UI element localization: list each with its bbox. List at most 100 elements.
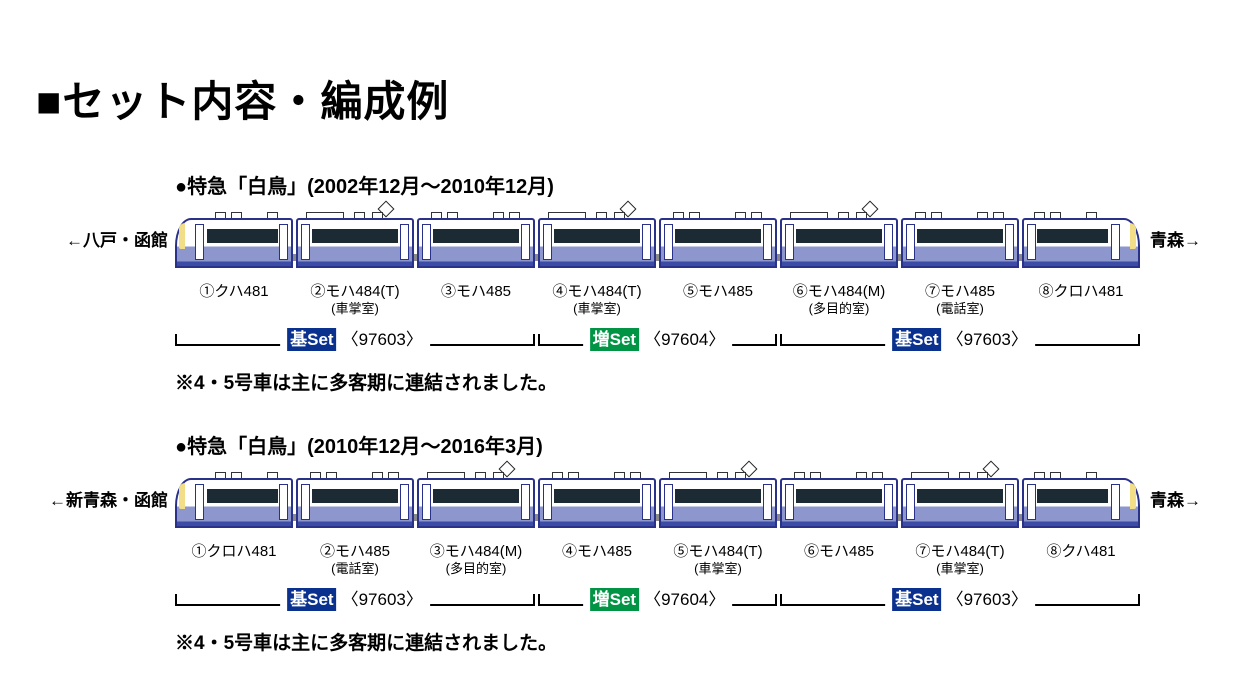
car-graphic: [538, 478, 656, 528]
car-body: [780, 218, 898, 268]
formation-2-left-destination: ←新青森・函館: [49, 491, 168, 510]
formation-2-right-destination: 青森→: [1150, 491, 1201, 510]
car-graphic: [175, 218, 293, 268]
car-label: ④モハ485: [561, 543, 633, 560]
train-car-8: ⑧クロハ481: [1022, 202, 1140, 314]
door: [785, 484, 794, 520]
car-body: [417, 478, 535, 528]
set-group-label: 基Set〈97603〉: [885, 328, 1035, 351]
set-group-label: 基Set〈97603〉: [280, 588, 430, 611]
window-band: [1037, 229, 1108, 243]
door: [785, 224, 794, 260]
formation-2-set-groups: 基Set〈97603〉 増Set〈97604〉 基Set〈97603〉: [175, 588, 1140, 632]
train-car-2: ②モハ484(T)(車掌室): [296, 200, 417, 316]
door: [543, 224, 552, 260]
train-car-4: ④モハ484(T)(車掌室): [538, 200, 659, 316]
cab-nose-stripe: [1130, 223, 1136, 249]
window-band: [796, 229, 882, 243]
set-badge: 増Set: [589, 588, 640, 611]
window-band: [675, 229, 761, 243]
door: [1111, 484, 1120, 520]
car-body: [296, 218, 414, 268]
car-body: [901, 218, 1019, 268]
set-badge: 基Set: [287, 588, 337, 611]
car-body: [417, 218, 535, 268]
car-body: [901, 478, 1019, 528]
door: [642, 484, 651, 520]
set-group-label: 増Set〈97604〉: [582, 328, 733, 351]
door: [301, 484, 310, 520]
door: [543, 484, 552, 520]
formation-2: ●特急「白鳥」(2010年12月～2016年3月) ←新青森・函館 青森→ ①ク…: [0, 428, 1244, 673]
car-label: ④モハ484(T): [552, 283, 642, 300]
set-badge: 基Set: [892, 328, 942, 351]
set-badge: 基Set: [892, 588, 942, 611]
train-car-5: ⑤モハ484(T)(車掌室): [659, 460, 780, 576]
set-group-label: 基Set〈97603〉: [885, 588, 1035, 611]
car-body: [175, 478, 293, 528]
car-label: ③モハ484(M): [429, 543, 523, 560]
car-graphic: [780, 478, 898, 528]
window-band: [312, 229, 398, 243]
door: [884, 484, 893, 520]
car-sublabel: (車掌室): [694, 561, 742, 576]
car-graphic: [417, 218, 535, 268]
car-graphic: [901, 478, 1019, 528]
train-car-5: ⑤モハ485: [659, 202, 780, 314]
train-car-6: ⑥モハ484(M)(多目的室): [780, 200, 901, 316]
formation-2-note: ※4・5号車は主に多客期に連結されました。: [175, 633, 558, 654]
door: [906, 484, 915, 520]
door: [884, 224, 893, 260]
train-car-3: ③モハ485: [417, 202, 538, 314]
page-title: ■セット内容・編成例: [36, 78, 450, 125]
car-graphic: [417, 478, 535, 528]
door: [1027, 484, 1036, 520]
car-label: ⑦モハ484(T): [915, 543, 1005, 560]
door: [763, 224, 772, 260]
train-car-1: ①クロハ481: [175, 462, 296, 574]
car-graphic: [659, 478, 777, 528]
car-sublabel: (車掌室): [573, 301, 621, 316]
door: [664, 484, 673, 520]
train-car-3: ③モハ484(M)(多目的室): [417, 460, 538, 576]
car-sublabel: (電話室): [331, 561, 379, 576]
window-band: [675, 489, 761, 503]
car-sublabel: (電話室): [936, 301, 984, 316]
car-body: [780, 478, 898, 528]
cab-nose-stripe: [179, 223, 185, 249]
set-code: 〈97603〉: [341, 330, 423, 349]
door: [422, 484, 431, 520]
car-graphic: [901, 218, 1019, 268]
car-label: ②モハ484(T): [310, 283, 400, 300]
car-graphic: [1022, 478, 1140, 528]
train-car-8: ⑧クハ481: [1022, 462, 1140, 574]
door: [1005, 484, 1014, 520]
car-graphic: [175, 478, 293, 528]
car-body: [659, 478, 777, 528]
door: [400, 224, 409, 260]
cab-nose-stripe: [179, 483, 185, 509]
set-code: 〈97603〉: [946, 330, 1028, 349]
car-label: ⑥モハ484(M): [792, 283, 886, 300]
door: [301, 224, 310, 260]
set-code: 〈97604〉: [644, 590, 726, 609]
set-badge: 増Set: [589, 328, 640, 351]
formation-2-header: ●特急「白鳥」(2010年12月～2016年3月): [175, 436, 543, 458]
set-group-label: 基Set〈97603〉: [280, 328, 430, 351]
door: [906, 224, 915, 260]
car-label: ⑤モハ485: [682, 283, 754, 300]
car-graphic: [1022, 218, 1140, 268]
window-band: [312, 489, 398, 503]
car-label: ③モハ485: [440, 283, 512, 300]
cab-nose-stripe: [1130, 483, 1136, 509]
car-sublabel: (多目的室): [445, 561, 507, 576]
car-graphic: [296, 478, 414, 528]
formation-1-left-destination: ←八戸・函館: [66, 231, 168, 250]
car-body: [538, 478, 656, 528]
door: [521, 484, 530, 520]
door: [422, 224, 431, 260]
window-band: [796, 489, 882, 503]
set-badge: 基Set: [287, 328, 337, 351]
